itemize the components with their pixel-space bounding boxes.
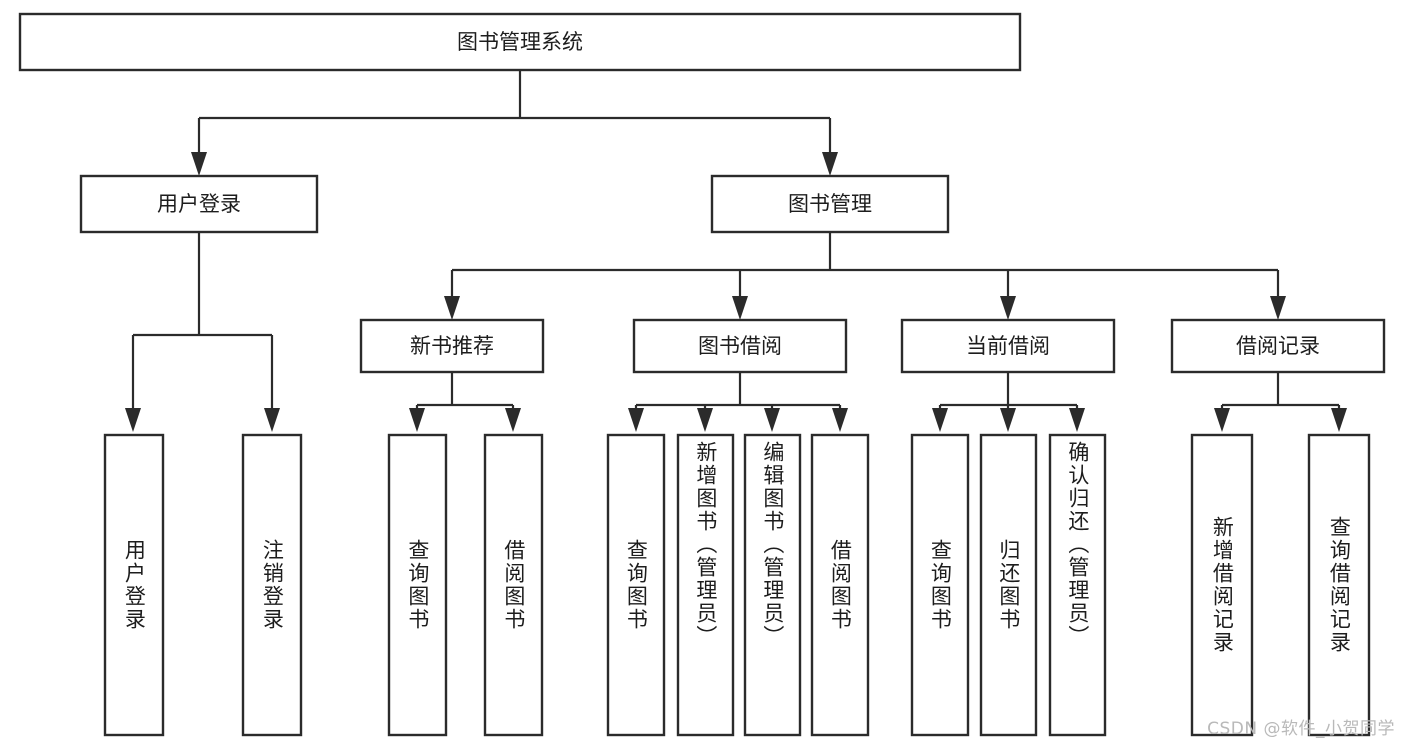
node-leaf-query-book-3[interactable] <box>910 433 970 737</box>
node-borrow-record[interactable]: 借阅记录 <box>1170 318 1386 374</box>
arrowhead-leaf-query-book-1 <box>409 408 425 432</box>
node-current-borrow[interactable]: 当前借阅 <box>900 318 1116 374</box>
arrowhead-user-login <box>191 152 207 176</box>
arrowhead-leaf-logout <box>264 408 280 432</box>
arrowhead-leaf-query-book-2 <box>628 408 644 432</box>
arrowhead-leaf-query-book-3 <box>932 408 948 432</box>
arrowhead-leaf-return-book <box>1000 408 1016 432</box>
arrowhead-borrow-record <box>1270 296 1286 320</box>
node-leaf-confirm-return[interactable] <box>1048 433 1107 737</box>
node-book-borrow-label: 图书借阅 <box>698 334 782 358</box>
connector-borrow-record-to-leaves <box>1214 372 1347 432</box>
arrowhead-leaf-user-login <box>125 408 141 432</box>
node-leaf-add-record[interactable] <box>1190 433 1254 737</box>
arrowhead-leaf-confirm-return <box>1069 408 1085 432</box>
node-book-borrow[interactable]: 图书借阅 <box>632 318 848 374</box>
arrowhead-current-borrow <box>1000 296 1016 320</box>
node-leaf-query-record[interactable] <box>1307 433 1371 737</box>
node-leaf-add-book[interactable] <box>676 433 735 737</box>
node-borrow-record-label: 借阅记录 <box>1236 334 1320 358</box>
node-book-manage[interactable]: 图书管理 <box>710 174 950 234</box>
arrowhead-leaf-add-book <box>697 408 713 432</box>
node-new-book-rec-label: 新书推荐 <box>410 334 494 358</box>
node-leaf-query-book-2[interactable] <box>606 433 666 737</box>
arrowhead-book-borrow <box>732 296 748 320</box>
arrowhead-leaf-borrow-book-2 <box>832 408 848 432</box>
arrowhead-leaf-add-record <box>1214 408 1230 432</box>
node-book-manage-label: 图书管理 <box>788 192 872 216</box>
arrowhead-book-manage <box>822 152 838 176</box>
connector-book-borrow-to-leaves <box>628 372 848 432</box>
node-leaf-return-book[interactable] <box>979 433 1038 737</box>
node-leaf-borrow-book-1[interactable] <box>483 433 544 737</box>
connector-new-book-rec-to-leaves <box>409 372 521 432</box>
csdn-watermark: CSDN @软件_小贺同学 <box>1207 719 1395 739</box>
arrowhead-new-book-rec <box>444 296 460 320</box>
arrowhead-leaf-borrow-book-1 <box>505 408 521 432</box>
node-root-label: 图书管理系统 <box>457 30 583 54</box>
node-user-login[interactable]: 用户登录 <box>79 174 319 234</box>
connector-root-to-level2 <box>191 70 838 176</box>
node-leaf-user-login[interactable] <box>103 433 165 737</box>
connector-book-manage-to-level3 <box>444 232 1286 320</box>
node-root[interactable]: 图书管理系统 <box>18 12 1022 72</box>
node-new-book-rec[interactable]: 新书推荐 <box>359 318 545 374</box>
node-leaf-edit-book[interactable] <box>743 433 802 737</box>
connector-current-borrow-to-leaves <box>932 372 1085 432</box>
connector-user-login-to-leaves <box>125 232 280 432</box>
node-leaf-borrow-book-2[interactable] <box>810 433 870 737</box>
node-leaf-query-book-1[interactable] <box>387 433 448 737</box>
node-leaf-logout[interactable] <box>241 433 303 737</box>
node-user-login-label: 用户登录 <box>157 192 241 216</box>
arrowhead-leaf-query-record <box>1331 408 1347 432</box>
arrowhead-leaf-edit-book <box>764 408 780 432</box>
node-current-borrow-label: 当前借阅 <box>966 334 1050 358</box>
